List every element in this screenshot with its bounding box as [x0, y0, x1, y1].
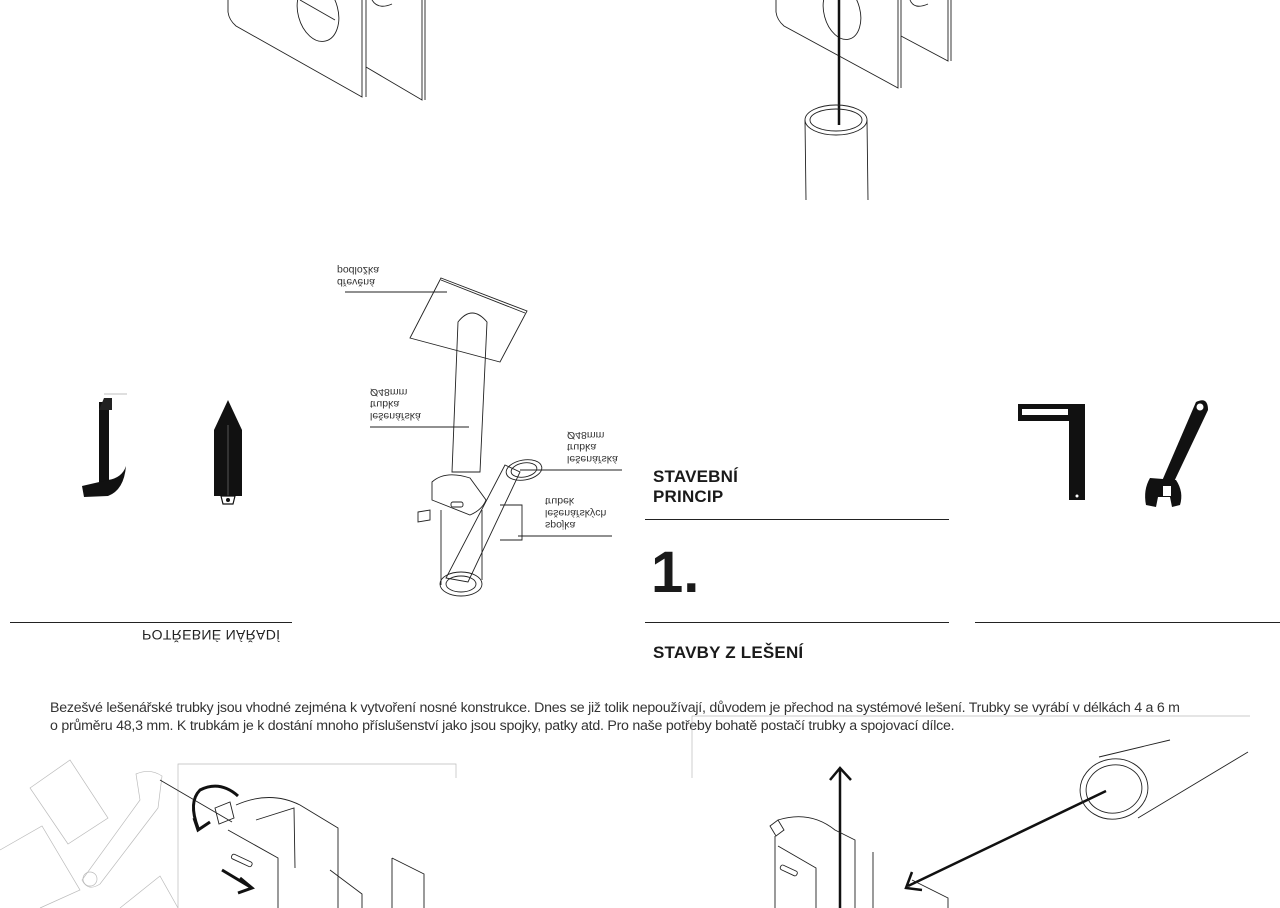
section-heading-line1: STAVEBNÍ [653, 467, 739, 486]
divider-top [645, 519, 949, 520]
section-heading: STAVEBNÍ PRINCIP [653, 467, 738, 507]
label-line: dřevěná [337, 276, 375, 288]
divider-tools [10, 622, 292, 623]
label-line: trubek [545, 495, 575, 507]
label-line: trubka [567, 441, 597, 453]
section-number: 1. [651, 540, 700, 605]
insert-tube-coupler-drawing [691, 715, 1250, 908]
divider-bottom [645, 622, 949, 623]
label-line: trubka [370, 398, 400, 410]
adjustable-wrench-icon [1145, 400, 1208, 507]
carpenter-square-icon [1018, 404, 1085, 500]
coupler-plate-drawing-left [227, 0, 426, 101]
section-heading-line2: PRINCIP [653, 487, 724, 506]
label-line: Ø48mm [567, 429, 605, 441]
label-line: spojka [545, 519, 576, 531]
carpenter-pencil-icon [214, 400, 242, 505]
label-line: lešenářských [545, 507, 607, 519]
label-coupler: spojka lešenářských trubek [545, 495, 606, 531]
hammer-icon [82, 393, 127, 497]
label-line: Ø48mm [370, 386, 408, 398]
tightening-coupler-drawing [0, 759, 457, 908]
divider-right [975, 622, 1280, 623]
label-wooden-board: dřevěná podložka [337, 264, 379, 288]
body-line: Bezešvé lešenářské trubky jsou vhodné ze… [50, 700, 1180, 716]
label-tube-horizontal: lešenářská trubka Ø48mm [567, 429, 618, 465]
scaffold-tube-diagram [345, 277, 622, 597]
tools-heading: POTŘEBNÉ NÁŘADÍ [142, 627, 281, 643]
label-line: lešenářská [567, 453, 618, 465]
label-line: podložka [337, 264, 380, 276]
coupler-tube-insert-drawing [775, 0, 952, 201]
body-line: o průměru 48,3 mm. K trubkám je k dostán… [50, 718, 955, 734]
body-paragraph: Bezešvé lešenářské trubky jsou vhodné ze… [50, 699, 1180, 735]
section-subtitle: STAVBY Z LEŠENÍ [653, 643, 804, 662]
label-tube-vertical: lešenářská trubka Ø48mm [370, 386, 421, 422]
label-line: lešenářská [370, 410, 421, 422]
